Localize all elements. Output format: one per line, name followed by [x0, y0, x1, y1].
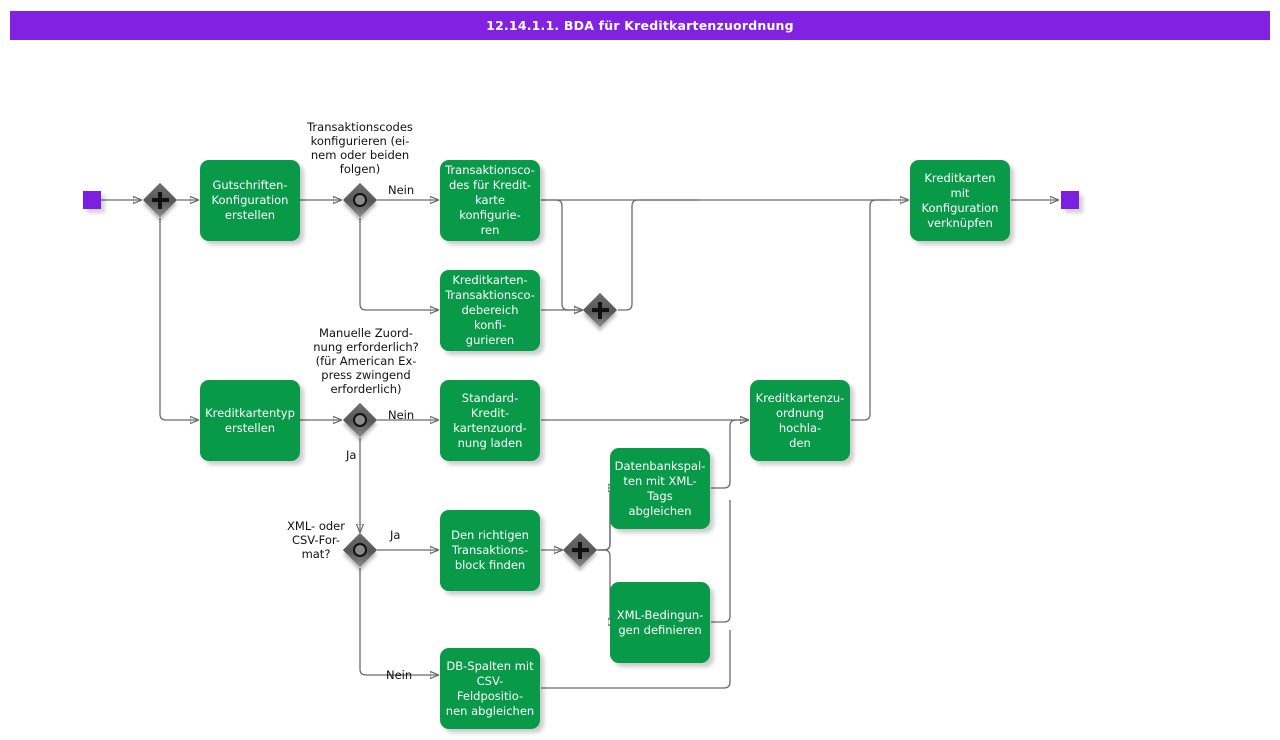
task-label: DB-Spalten mit CSV-Feldpositio- nen abgl…: [445, 658, 535, 718]
plus-icon: [563, 533, 597, 567]
task-kreditkarten-transaktionscodebereich-konfigurieren[interactable]: Kreditkarten- Transaktionsco- debereich …: [440, 270, 540, 351]
task-label: Kreditkarten- Transaktionsco- debereich …: [445, 273, 535, 347]
gateway-xor-xml-csv[interactable]: [343, 533, 377, 567]
label-manuelle-nein: Nein: [388, 408, 415, 422]
label-manuelle-ja: Ja: [346, 448, 357, 462]
label-transaktionscodes-question: Transaktionscodes konfigurieren (ei- nem…: [307, 120, 413, 176]
plus-icon: [583, 293, 617, 327]
gateway-and-split-1[interactable]: [143, 183, 177, 217]
gateway-xor-transaktionscodes[interactable]: [343, 183, 377, 217]
label-xml-csv-nein: Nein: [386, 668, 413, 682]
gateway-xor-manuelle-zuordnung[interactable]: [343, 403, 377, 437]
task-kreditkartenzuordnung-hochladen[interactable]: Kreditkartenzu- ordnung hochla- den: [750, 380, 850, 461]
task-label: Kreditkarten mit Konfiguration verknüpfe…: [921, 170, 999, 230]
circle-icon: [343, 533, 377, 567]
circle-icon: [343, 403, 377, 437]
task-label: Den richtigen Transaktions- block finden: [451, 528, 529, 572]
end-event-marker: [1061, 191, 1079, 209]
task-label: XML-Bedingun- gen definieren: [616, 607, 704, 637]
gateway-and-join-1[interactable]: [583, 293, 617, 327]
task-gutschriften-konfiguration-erstellen[interactable]: Gutschriften- Konfiguration erstellen: [200, 160, 300, 241]
task-label: Transaktionsco- des für Kredit- karte ko…: [445, 163, 535, 237]
task-label: Standard-Kredit- kartenzuord- nung laden: [453, 390, 527, 450]
task-label: Gutschriften- Konfiguration erstellen: [211, 178, 289, 222]
start-event-marker: [83, 191, 101, 209]
task-standard-kreditkartenzuordnung-laden[interactable]: Standard-Kredit- kartenzuord- nung laden: [440, 380, 540, 461]
label-transaktionscodes-nein: Nein: [388, 183, 415, 197]
circle-icon: [343, 183, 377, 217]
task-datenbankspalten-mit-xml-tags-abgleichen[interactable]: Datenbankspal- ten mit XML- Tags abgleic…: [610, 448, 710, 529]
label-xml-csv-ja: Ja: [390, 528, 401, 542]
task-label: Datenbankspal- ten mit XML- Tags abgleic…: [614, 458, 706, 518]
task-label: Kreditkartenzu- ordnung hochla- den: [755, 390, 845, 450]
task-db-spalten-mit-csv-feldpositionen-abgleichen[interactable]: DB-Spalten mit CSV-Feldpositio- nen abgl…: [440, 648, 540, 729]
task-transaktionscodes-fuer-kreditkarte-konfigurieren[interactable]: Transaktionsco- des für Kredit- karte ko…: [440, 160, 540, 241]
gateway-and-split-2[interactable]: [563, 533, 597, 567]
task-label: Kreditkartentyp erstellen: [205, 405, 295, 435]
task-kreditkartentyp-erstellen[interactable]: Kreditkartentyp erstellen: [200, 380, 300, 461]
task-kreditkarten-mit-konfiguration-verknuepfen[interactable]: Kreditkarten mit Konfiguration verknüpfe…: [910, 160, 1010, 241]
page-title: 12.14.1.1. BDA für Kreditkartenzuordnung: [10, 11, 1270, 40]
label-manuelle-zuordnung-question: Manuelle Zuord- nung erforderlich? (für …: [313, 326, 419, 396]
plus-icon: [143, 183, 177, 217]
label-xml-csv-question: XML- oder CSV-For- mat?: [287, 519, 345, 561]
task-xml-bedingungen-definieren[interactable]: XML-Bedingun- gen definieren: [610, 582, 710, 663]
task-den-richtigen-transaktionsblock-finden[interactable]: Den richtigen Transaktions- block finden: [440, 510, 540, 591]
